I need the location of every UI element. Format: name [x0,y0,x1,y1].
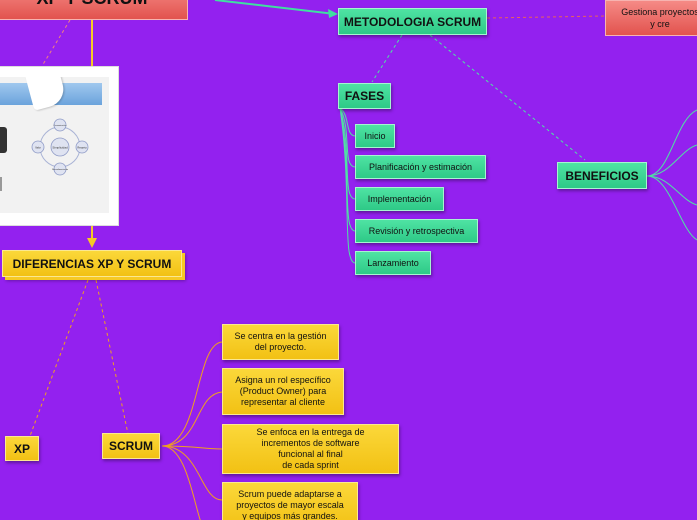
scrum-item-label: Se enfoca en la entrega de incrementos d… [256,427,365,470]
scrum-item-label: Scrum puede adaptarse a proyectos de may… [236,489,344,520]
diagram-thumbnail[interactable]: Simplicidad Valor Respeto Comunicación R… [0,66,119,226]
topic-gestiona-proyectos[interactable]: Gestiona proyectos y cre [605,0,697,36]
scrum-item-label: Asigna un rol específico (Product Owner)… [235,375,331,407]
scrum-item-escala[interactable]: Scrum puede adaptarse a proyectos de may… [222,482,358,520]
topic-metodologia-scrum-label: METODOLOGIA SCRUM [343,14,482,29]
fase-item-implementacion[interactable]: Implementación [355,187,444,211]
topic-xp-y-scrum-label: XP Y SCRUM [36,0,147,9]
thumbnail-page-curl [24,77,68,111]
thumbnail-inner: Simplicidad Valor Respeto Comunicación R… [0,77,109,213]
thumb-left-text: Valor [35,147,41,150]
fase-item-revision[interactable]: Revisión y retrospectiva [355,219,478,243]
topic-beneficios-label: BENEFICIOS [565,168,639,183]
scrum-item-product-owner[interactable]: Asigna un rol específico (Product Owner)… [222,368,344,415]
fase-item-label: Lanzamiento [367,257,419,268]
thumbnail-dark-block [0,127,7,153]
topic-scrum-label: SCRUM [109,439,153,453]
topic-fases[interactable]: FASES [338,83,391,109]
topic-fases-label: FASES [344,89,385,103]
topic-xp[interactable]: XP [5,436,39,461]
fase-item-label: Inicio [364,130,386,141]
topic-diferencias-label: DIFERENCIAS XP Y SCRUM [12,256,172,271]
fase-item-label: Revisión y retrospectiva [368,225,465,236]
topic-xp-y-scrum[interactable]: XP Y SCRUM [0,0,188,20]
fase-item-label: Implementación [367,193,432,204]
fase-item-inicio[interactable]: Inicio [355,124,395,148]
scrum-item-gestion[interactable]: Se centra en la gestión del proyecto. [222,324,339,360]
thumb-bottom-text: Retroalimentación [52,168,68,171]
fase-item-lanzamiento[interactable]: Lanzamiento [355,251,431,275]
thumbnail-small-bars [0,177,2,191]
thumbnail-values-diagram: Simplicidad Valor Respeto Comunicación R… [31,118,89,176]
scrum-item-label: Se centra en la gestión del proyecto. [234,331,327,352]
fase-item-planificacion[interactable]: Planificación y estimación [355,155,486,179]
thumb-right-text: Respeto [77,147,87,150]
thumb-top-text: Comunicación [54,125,67,127]
topic-xp-label: XP [13,441,30,456]
thumb-center-text: Simplicidad [52,146,68,150]
topic-scrum[interactable]: SCRUM [102,433,160,459]
topic-diferencias-xp-y-scrum[interactable]: DIFERENCIAS XP Y SCRUM [2,250,182,277]
topic-metodologia-scrum[interactable]: METODOLOGIA SCRUM [338,8,487,35]
fase-item-label: Planificación y estimación [368,161,473,172]
topic-beneficios[interactable]: BENEFICIOS [557,162,647,189]
scrum-item-incrementos[interactable]: Se enfoca en la entrega de incrementos d… [222,424,399,474]
topic-gestiona-proyectos-label: Gestiona proyectos y cre [621,7,697,29]
